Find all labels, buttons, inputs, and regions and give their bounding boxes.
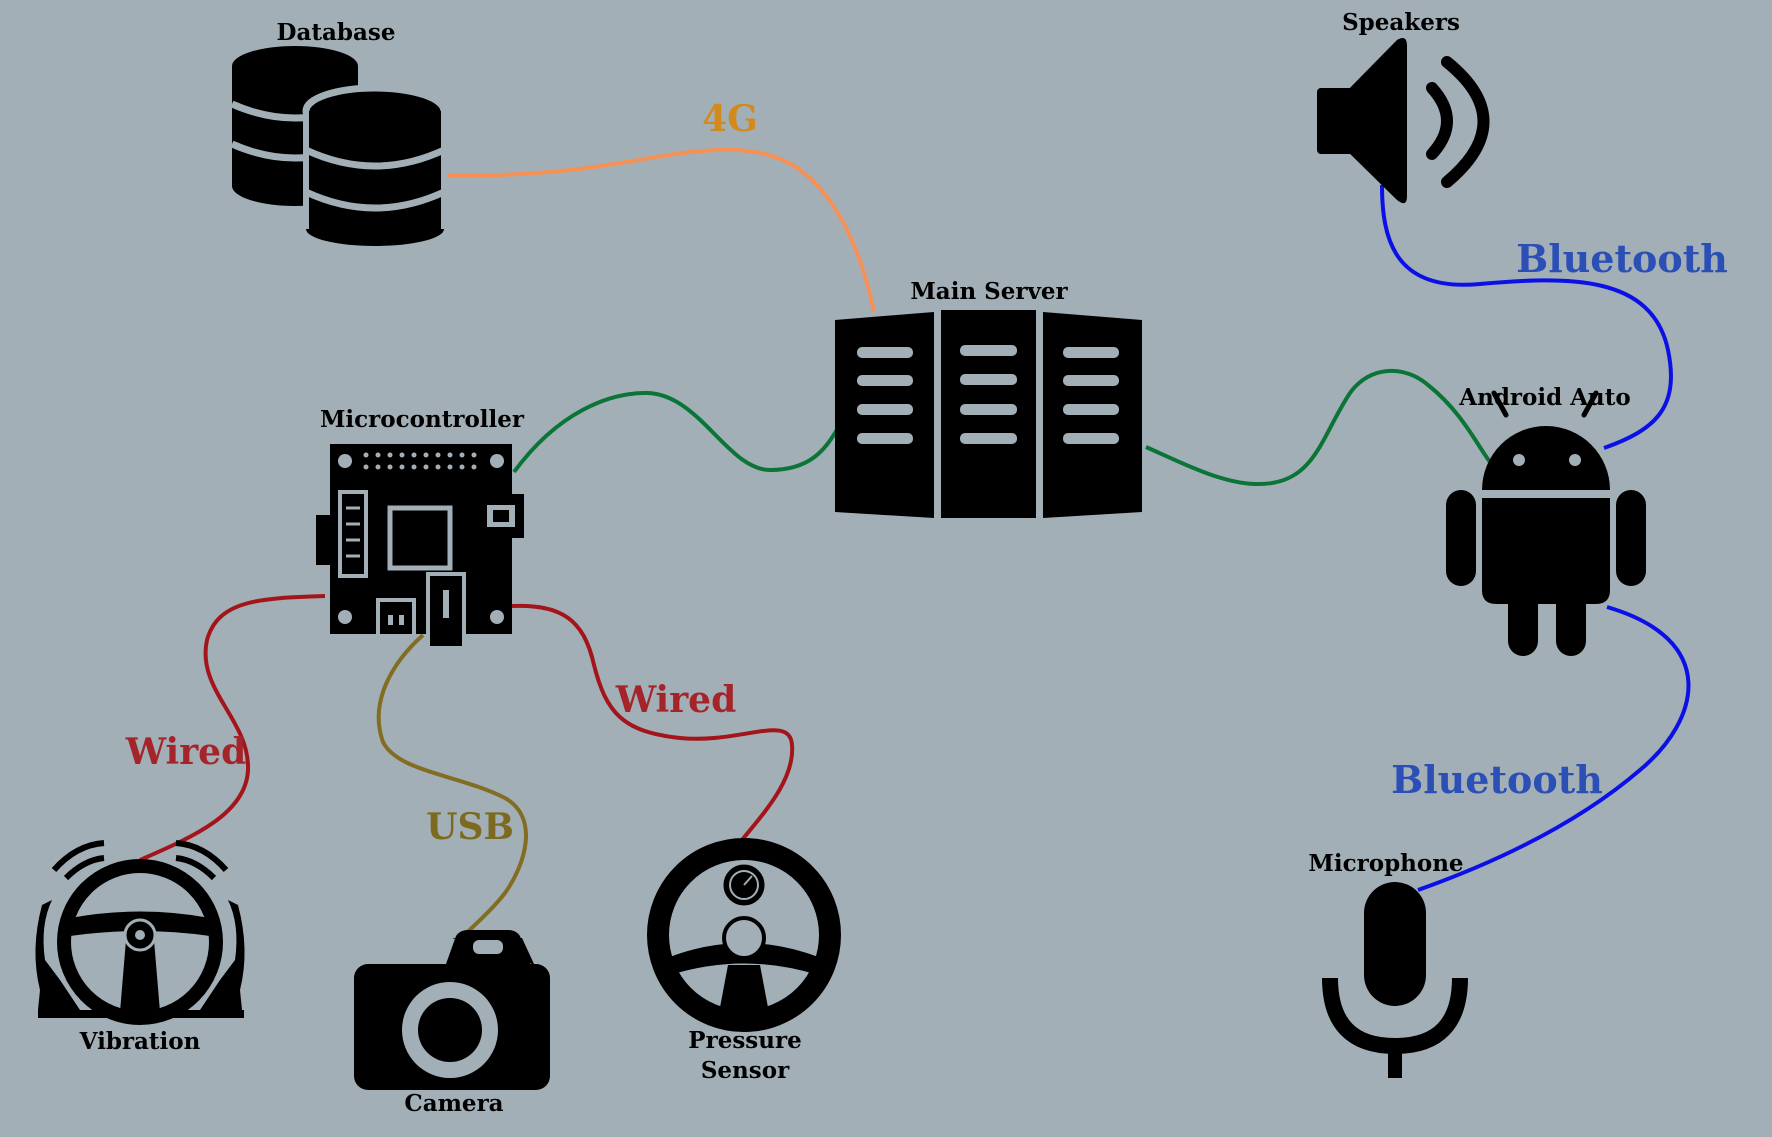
microphone-node: Microphone [1308, 850, 1468, 1078]
main-server-node: Main Server [835, 278, 1142, 518]
connection-lines [139, 147, 1691, 940]
link-speakers-android [1380, 184, 1673, 450]
link-label-4g: 4G [702, 98, 758, 140]
vibrating-steering-wheel-icon [35, 840, 245, 1025]
steering-wheel-gauge-icon [647, 838, 841, 1032]
link-micro-server [512, 390, 840, 474]
link-label-wired-vibration: Wired [125, 731, 247, 773]
camera-icon [354, 930, 550, 1090]
link-label-bluetooth-speakers: Bluetooth [1516, 236, 1728, 281]
pressure-sensor-label-line2: Sensor [701, 1057, 790, 1084]
link-server-android [1145, 369, 1492, 487]
database-node: Database [230, 19, 448, 246]
link-label-bluetooth-microphone: Bluetooth [1391, 757, 1603, 802]
pressure-sensor-node: Pressure Sensor [647, 838, 841, 1084]
microcontroller-board-icon [316, 444, 524, 650]
android-icon [1446, 390, 1646, 656]
android-auto-label: Android Auto [1458, 384, 1630, 411]
database-icon [230, 46, 448, 246]
vibration-node: Vibration [35, 840, 245, 1055]
link-label-wired-pressure: Wired [615, 679, 737, 721]
main-server-label: Main Server [910, 278, 1068, 305]
speakers-node: Speakers [1317, 9, 1490, 204]
vibration-label: Vibration [79, 1028, 201, 1055]
speakers-label: Speakers [1342, 9, 1460, 36]
link-label-usb: USB [426, 806, 514, 848]
link-micro-pressure [511, 603, 795, 842]
database-label: Database [277, 19, 396, 46]
link-database-server [437, 147, 876, 313]
link-micro-vibration [139, 594, 326, 862]
microphone-label: Microphone [1308, 850, 1463, 877]
speaker-icon [1317, 38, 1490, 204]
camera-node: Camera [354, 930, 550, 1117]
microcontroller-node: Microcontroller [316, 406, 525, 650]
link-microphone-android [1417, 605, 1691, 892]
server-icon [835, 310, 1142, 518]
microcontroller-label: Microcontroller [320, 406, 525, 433]
pressure-sensor-label-line1: Pressure [688, 1027, 801, 1054]
android-auto-node: Android Auto [1446, 384, 1646, 656]
camera-label: Camera [404, 1090, 503, 1117]
link-micro-camera [376, 633, 528, 940]
microphone-icon [1322, 882, 1468, 1078]
